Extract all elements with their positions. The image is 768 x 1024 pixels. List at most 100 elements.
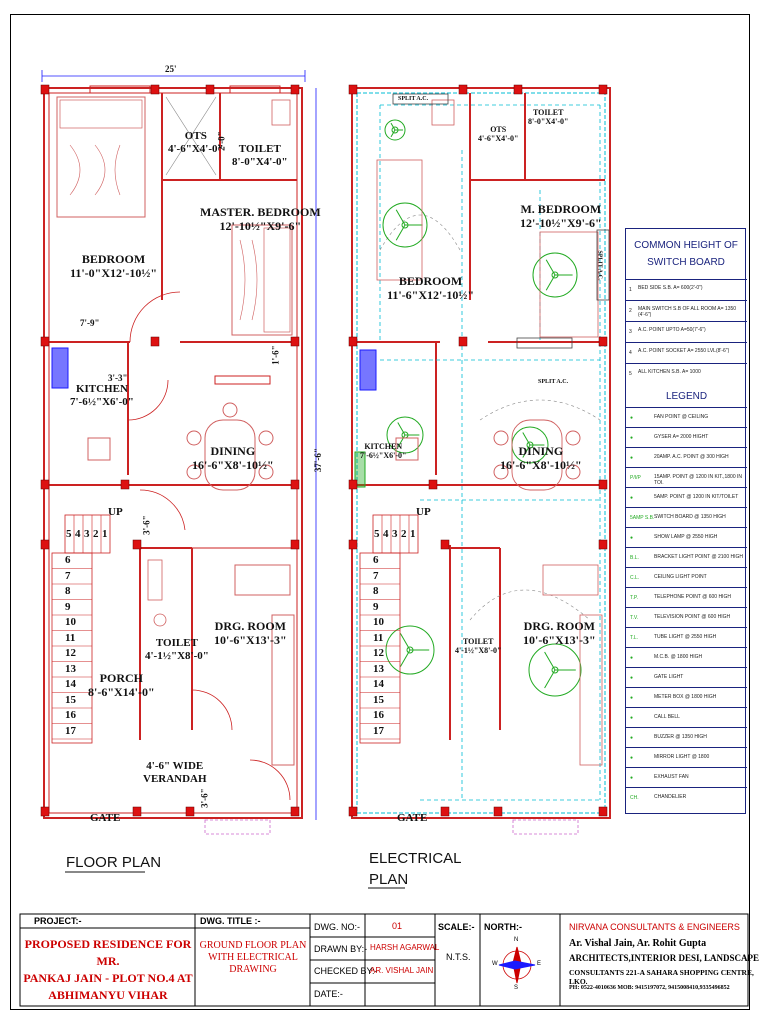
column bbox=[150, 336, 160, 347]
fp-gate: GATE bbox=[90, 812, 121, 824]
column bbox=[40, 539, 50, 550]
stair-number: 16 bbox=[65, 709, 76, 721]
stair-number: 10 bbox=[373, 616, 384, 628]
column bbox=[598, 479, 608, 490]
legend-item: ●FAN POINT @ CEILING bbox=[626, 407, 747, 427]
column bbox=[290, 84, 300, 95]
legend-symbol-icon: ● bbox=[630, 535, 634, 541]
legend-symbol-icon: ● bbox=[630, 715, 634, 721]
column bbox=[40, 84, 50, 95]
fp-dim-3-3: 3'-3" bbox=[108, 373, 128, 383]
legend-symbol-icon: T.L. bbox=[630, 635, 639, 641]
legend-symbol-icon: ● bbox=[630, 695, 634, 701]
stair-number: 14 bbox=[373, 678, 384, 690]
fp-dim-2-0: 2'-0" bbox=[216, 131, 227, 151]
legend-symbol-icon: P/I/P bbox=[630, 475, 641, 481]
ep-split-ac-mid: SPLIT A.C. bbox=[538, 379, 569, 385]
legend-item: C.L.CEILING LIGHT POINT bbox=[626, 567, 747, 587]
column bbox=[348, 539, 358, 550]
floor-plan bbox=[41, 70, 317, 835]
column bbox=[513, 84, 523, 95]
stair-number: 3 bbox=[392, 528, 398, 540]
legend-item: B.L.BRACKET LIGHT POINT @ 2100 HIGH bbox=[626, 547, 747, 567]
legend-item: ●METER BOX @ 1800 HIGH bbox=[626, 687, 747, 707]
stair-number: 16 bbox=[373, 709, 384, 721]
stair-number: 6 bbox=[65, 554, 71, 566]
compass-n: N bbox=[514, 937, 519, 943]
column bbox=[440, 806, 450, 817]
column bbox=[348, 806, 358, 817]
scale-label: SCALE:- bbox=[438, 922, 475, 932]
electrical-plan bbox=[351, 87, 611, 835]
stair-number: 13 bbox=[65, 662, 76, 675]
column bbox=[290, 479, 300, 490]
legend-symbol-icon: ● bbox=[630, 655, 634, 661]
ep-up-label: UP bbox=[416, 506, 431, 518]
stair-number: 4 bbox=[383, 528, 389, 540]
compass-s: S bbox=[514, 985, 519, 991]
ep-split-ac-top: SPLIT A.C. bbox=[398, 96, 429, 102]
column bbox=[290, 336, 300, 347]
legend-item: ●BUZZER @ 1350 HIGH bbox=[626, 727, 747, 747]
legend-symbol-icon: ● bbox=[630, 415, 634, 421]
column bbox=[598, 84, 608, 95]
fp-dim-3-6-a: 3'-6" bbox=[141, 515, 152, 535]
stair-number: 12 bbox=[65, 647, 76, 659]
stair-number: 15 bbox=[65, 693, 76, 706]
legend-item: ●GATE LIGHT bbox=[626, 667, 747, 687]
checked-by-label: CHECKED BY:- bbox=[314, 966, 378, 976]
column bbox=[428, 479, 438, 490]
legend-symbol-icon: T.V. bbox=[630, 615, 639, 621]
electrical-plan-title: ELECTRICAL PLAN bbox=[369, 850, 461, 888]
switch-board-title: COMMON HEIGHT OF SWITCH BOARD bbox=[634, 240, 738, 268]
column bbox=[132, 806, 142, 817]
legend-item: 5AMP S.B.SWITCH BOARD @ 1350 HIGH bbox=[626, 507, 747, 527]
legend-item: ●SHOW LAMP @ 2550 HIGH bbox=[626, 527, 747, 547]
legend-symbol-icon: C.L. bbox=[630, 575, 640, 581]
stair-number: 3 bbox=[84, 528, 90, 540]
column bbox=[598, 806, 608, 817]
project-name: PROPOSED RESIDENCE FOR MR.PANKAJ JAIN - … bbox=[23, 937, 193, 1002]
stair-number: 4 bbox=[75, 528, 81, 540]
column bbox=[458, 84, 468, 95]
firm-desc: ARCHITECTS,INTERIOR DESI, LANDSCAPE bbox=[569, 953, 760, 963]
legend-symbol-icon: 5AMP S.B. bbox=[630, 515, 655, 521]
compass-w: W bbox=[492, 961, 498, 967]
legend-symbol-icon: ● bbox=[630, 675, 634, 681]
stair-number: 8 bbox=[373, 585, 379, 597]
ceiling-fan-icon bbox=[528, 643, 582, 697]
compass-e: E bbox=[537, 961, 542, 967]
legend-symbol-icon: ● bbox=[630, 735, 634, 741]
legend-item: ●CALL BELL bbox=[626, 707, 747, 727]
ceiling-fan-icon bbox=[385, 625, 435, 675]
legend-symbol-icon: ● bbox=[630, 775, 634, 781]
stair-number: 2 bbox=[93, 528, 99, 540]
date-label: DATE:- bbox=[314, 989, 343, 999]
legend-symbol-icon: ● bbox=[630, 435, 634, 441]
fp-dim-1-6: 1'-6" bbox=[270, 345, 281, 365]
column bbox=[348, 84, 358, 95]
fp-dim-3-6-b: 3'-6" bbox=[199, 788, 210, 808]
stair-number: 9 bbox=[65, 600, 71, 613]
stair-number: 1 bbox=[410, 528, 416, 540]
ep-split-ac-side: SPLIT A.C. bbox=[596, 250, 603, 281]
dwg-no-label: DWG. NO:- bbox=[314, 922, 360, 932]
stair-number: 7 bbox=[373, 569, 379, 582]
legend-item: ●M.C.B. @ 1800 HIGH bbox=[626, 647, 747, 667]
legend-item: T.L.TUBE LIGHT @ 2550 HIGH bbox=[626, 627, 747, 647]
stair-number: 11 bbox=[373, 631, 384, 644]
